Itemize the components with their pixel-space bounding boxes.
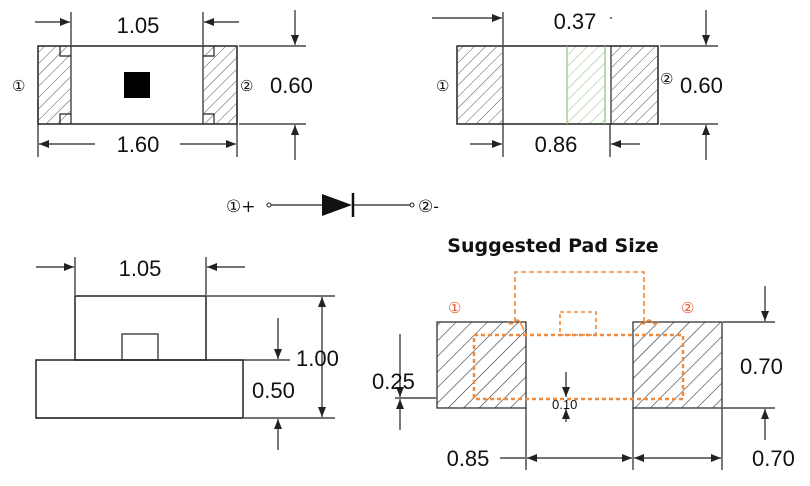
pad-pin1: ① xyxy=(448,299,461,317)
diode-symbol: ①+ ②- xyxy=(226,193,439,217)
dim-inner-width: 1.05 xyxy=(117,13,160,38)
dim-height-2: 0.60 xyxy=(680,73,723,98)
dim-total-width: 1.60 xyxy=(117,132,160,157)
dim-pad-offset: 0.25 xyxy=(372,369,415,394)
pad-view: Suggested Pad Size ① ② xyxy=(372,235,795,471)
pad-pin2: ② xyxy=(681,299,694,317)
symbol-anode-label: ①+ xyxy=(226,197,255,217)
right-pad xyxy=(632,321,723,409)
pin2-label-2: ② xyxy=(660,70,673,88)
top-view-1: 1.05 1.60 0.60 ① ② xyxy=(12,10,313,160)
dim-total-height: 1.00 xyxy=(296,346,339,371)
dim-pad-height: 0.70 xyxy=(740,354,783,379)
pad-title: Suggested Pad Size xyxy=(447,235,658,257)
dim-gap-small: 0.10 xyxy=(552,397,577,412)
dim-base-height: 0.50 xyxy=(252,378,295,403)
side-view: 1.05 1.00 0.50 xyxy=(35,256,339,450)
component-outline xyxy=(472,333,685,401)
polarity-mark xyxy=(124,72,150,98)
dim-mid-width: 0.86 xyxy=(535,132,578,157)
dim-height: 0.60 xyxy=(270,73,313,98)
dim-span: 0.85 xyxy=(447,446,490,471)
top-view-2: 0.37 0.86 0.60 ① ② xyxy=(432,9,723,160)
dim-gap-width: 0.37 xyxy=(554,9,597,34)
dim-top-width: 1.05 xyxy=(119,256,162,281)
dim-pad-width: 0.70 xyxy=(752,446,795,471)
pin1-label-2: ① xyxy=(436,77,449,95)
symbol-cathode-label: ②- xyxy=(418,197,439,217)
left-pad xyxy=(436,321,527,409)
pin1-label: ① xyxy=(12,77,25,95)
pin2-label: ② xyxy=(240,77,253,95)
